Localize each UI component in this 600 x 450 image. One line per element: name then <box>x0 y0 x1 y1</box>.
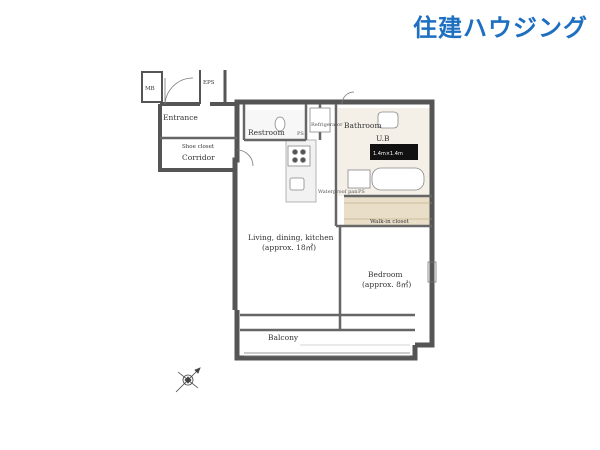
doors <box>164 77 355 167</box>
fixtures <box>274 107 425 191</box>
label-bedroom: Bedroom <box>368 270 402 279</box>
label-waterproof-pan: Waterproof pan <box>318 189 358 195</box>
label-ldk: Living, dining, kitchen <box>248 233 334 242</box>
windows <box>244 261 437 357</box>
ub-panel <box>370 144 418 160</box>
label-eps: EPS <box>203 80 215 86</box>
label-ps-restroom: PS <box>297 131 304 137</box>
label-balcony: Balcony <box>268 333 299 342</box>
label-entrance: Entrance <box>163 113 198 122</box>
label-bathroom: Bathroom <box>344 121 382 130</box>
label-restroom: Restroom <box>248 128 285 137</box>
north-arrow-icon <box>175 367 201 393</box>
label-refrigerator: Refrigerator <box>311 122 343 128</box>
label-ps-bath: PS <box>358 189 365 195</box>
walk-in-closet-floor <box>344 196 430 226</box>
label-corridor: Corridor <box>182 153 215 162</box>
closet-shelves <box>344 202 432 220</box>
label-ub: U.B <box>376 134 390 143</box>
brand-logo: 住建ハウジング <box>413 14 588 42</box>
interior-walls <box>160 104 432 332</box>
label-ub-size: 1.4m×1.4m <box>373 151 403 157</box>
label-walk-in-closet: Walk-in closet <box>370 219 410 225</box>
label-bedroom-area: (approx. 8㎡) <box>362 280 411 289</box>
entrance-walls <box>141 70 237 172</box>
label-ldk-area: (approx. 18㎡) <box>262 243 316 252</box>
label-shoe-closet: Shoe closet <box>182 144 215 150</box>
label-mb: MB <box>145 86 155 92</box>
